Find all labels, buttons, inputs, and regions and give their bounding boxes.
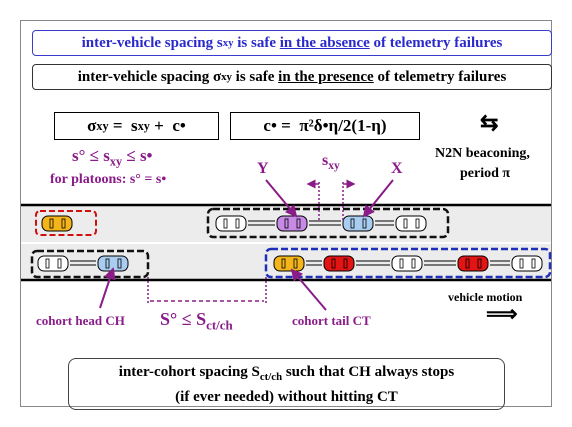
vehicle-motion-arrow-icon: ⟹ [486,301,518,326]
cohort-box-ct [264,247,552,279]
pointer-y-arrow [265,179,298,218]
title-presence-underline: in the presence [278,68,374,85]
cohort-box-ch [30,249,150,279]
label-sxy: sxy [322,152,340,172]
formula-sigma-rest: + c• [149,116,186,135]
car-lower-white-1-window-1 [45,258,50,269]
car-lower-red-1-window-1 [331,258,336,269]
car-upper-white-2-window-1 [403,218,408,229]
beacon-arrows-icon: ⇆ [480,110,499,135]
car-upper-white-1 [215,215,247,232]
title-presence-prefix: inter-vehicle spacing σ [77,68,222,85]
car-x-blue [342,215,374,232]
car-ch-blue-window-2 [117,258,122,269]
spacing-inequality: s° ≤ sxy ≤ s• [72,146,153,169]
car-lower-white-2-window-2 [411,258,416,269]
pointer-ch-arrow [99,267,116,309]
car-solo-orange [41,215,73,232]
label-sxy-sub: xy [328,160,340,173]
spacing-inequality-sub: xy [109,154,123,169]
car-ct-orange [273,255,305,272]
title-absence-underline: in the absence [279,34,370,51]
bottom-note-line2: (if ever needed) without hitting CT [175,388,398,405]
title-presence-sub: xy [221,71,232,83]
title-absence-sub: xy [222,37,234,49]
car-lower-red-2 [457,255,489,272]
car-lower-white-2 [391,255,423,272]
car-lower-red-1 [323,255,355,272]
formula-sigma-s-sub: xy [137,118,150,133]
car-upper-white-2 [395,215,427,232]
formula-sigma-lhs: σ [87,116,97,135]
title-presence-suffix: of telemetry failures [373,68,507,85]
pointer-x-arrow [362,179,394,218]
label-sxy-text: s [322,152,329,169]
car-solo-orange-window-2 [61,218,66,229]
car-lower-red-2-window-2 [477,258,482,269]
formula-c-text: c• = π²δ•η/2(1-η) [263,116,387,135]
spacing-inequality-left: s° ≤ s [72,146,110,165]
car-lower-white-1 [37,255,69,272]
cohort-head-label: cohort head CH [36,313,125,328]
car-lower-red-2-window-1 [465,258,470,269]
car-x-blue-window-1 [350,218,355,229]
car-y-purple-window-1 [284,218,289,229]
label-x: X [391,160,403,177]
beacon-line1: N2N beaconing, [435,146,530,161]
car-ch-blue [97,255,129,272]
car-upper-white-1-window-1 [223,218,228,229]
car-upper-white-1-window-2 [235,218,240,229]
car-lower-white-3-window-2 [531,258,536,269]
car-y-purple-window-2 [296,218,301,229]
formula-sigma-lhs-sub: xy [96,118,109,133]
bottom-note-line1-prefix: inter-cohort spacing S [118,363,260,380]
car-lower-white-1-window-2 [57,258,62,269]
formula-sigma-eq: = s [108,116,138,135]
cohort-tail-label: cohort tail CT [292,313,371,328]
pointer-ct-arrow [290,268,327,311]
title-presence-middle: is safe [231,68,279,85]
title-absence-middle: is safe [233,34,280,51]
cohort-spacing-sub: ct/ch [206,317,233,333]
car-y-purple [276,215,308,232]
platoon-note: for platoons: s° = s• [50,172,167,187]
car-lower-white-3-window-1 [519,258,524,269]
bottom-note-line1-suffix: such that CH always stops [282,363,455,380]
cohort-spacing-left: S° ≤ S [160,309,207,329]
spacing-inequality-right: ≤ s• [122,146,153,165]
car-lower-red-1-window-2 [343,258,348,269]
car-x-blue-window-2 [362,218,367,229]
formula-c-box: c• = π²δ•η/2(1-η) [230,112,420,140]
vehicle-motion-label: vehicle motion [448,290,523,304]
bottom-note-line1-sub: ct/ch [259,370,283,383]
title-absence-prefix: inter-vehicle spacing s [81,34,223,51]
title-absence-suffix: of telemetry failures [369,34,503,51]
car-solo-orange-window-1 [49,218,54,229]
beacon-line2: period π [460,166,511,181]
car-lower-white-3 [511,255,543,272]
bottom-note-line1: inter-cohort spacing Sct/ch such that CH… [119,362,454,387]
label-y: Y [257,160,269,177]
cohort-box-upper [206,207,450,239]
cohort-box-solo [35,210,97,236]
cohort-spacing-inequality: S° ≤ Sct/ch [160,309,233,334]
car-upper-white-2-window-2 [415,218,420,229]
car-ct-orange-window-2 [293,258,298,269]
car-ct-orange-window-1 [281,258,286,269]
vehicle-layer [37,215,543,272]
car-lower-white-2-window-1 [399,258,404,269]
bottom-note-box: inter-cohort spacing Sct/ch such that CH… [68,358,505,410]
